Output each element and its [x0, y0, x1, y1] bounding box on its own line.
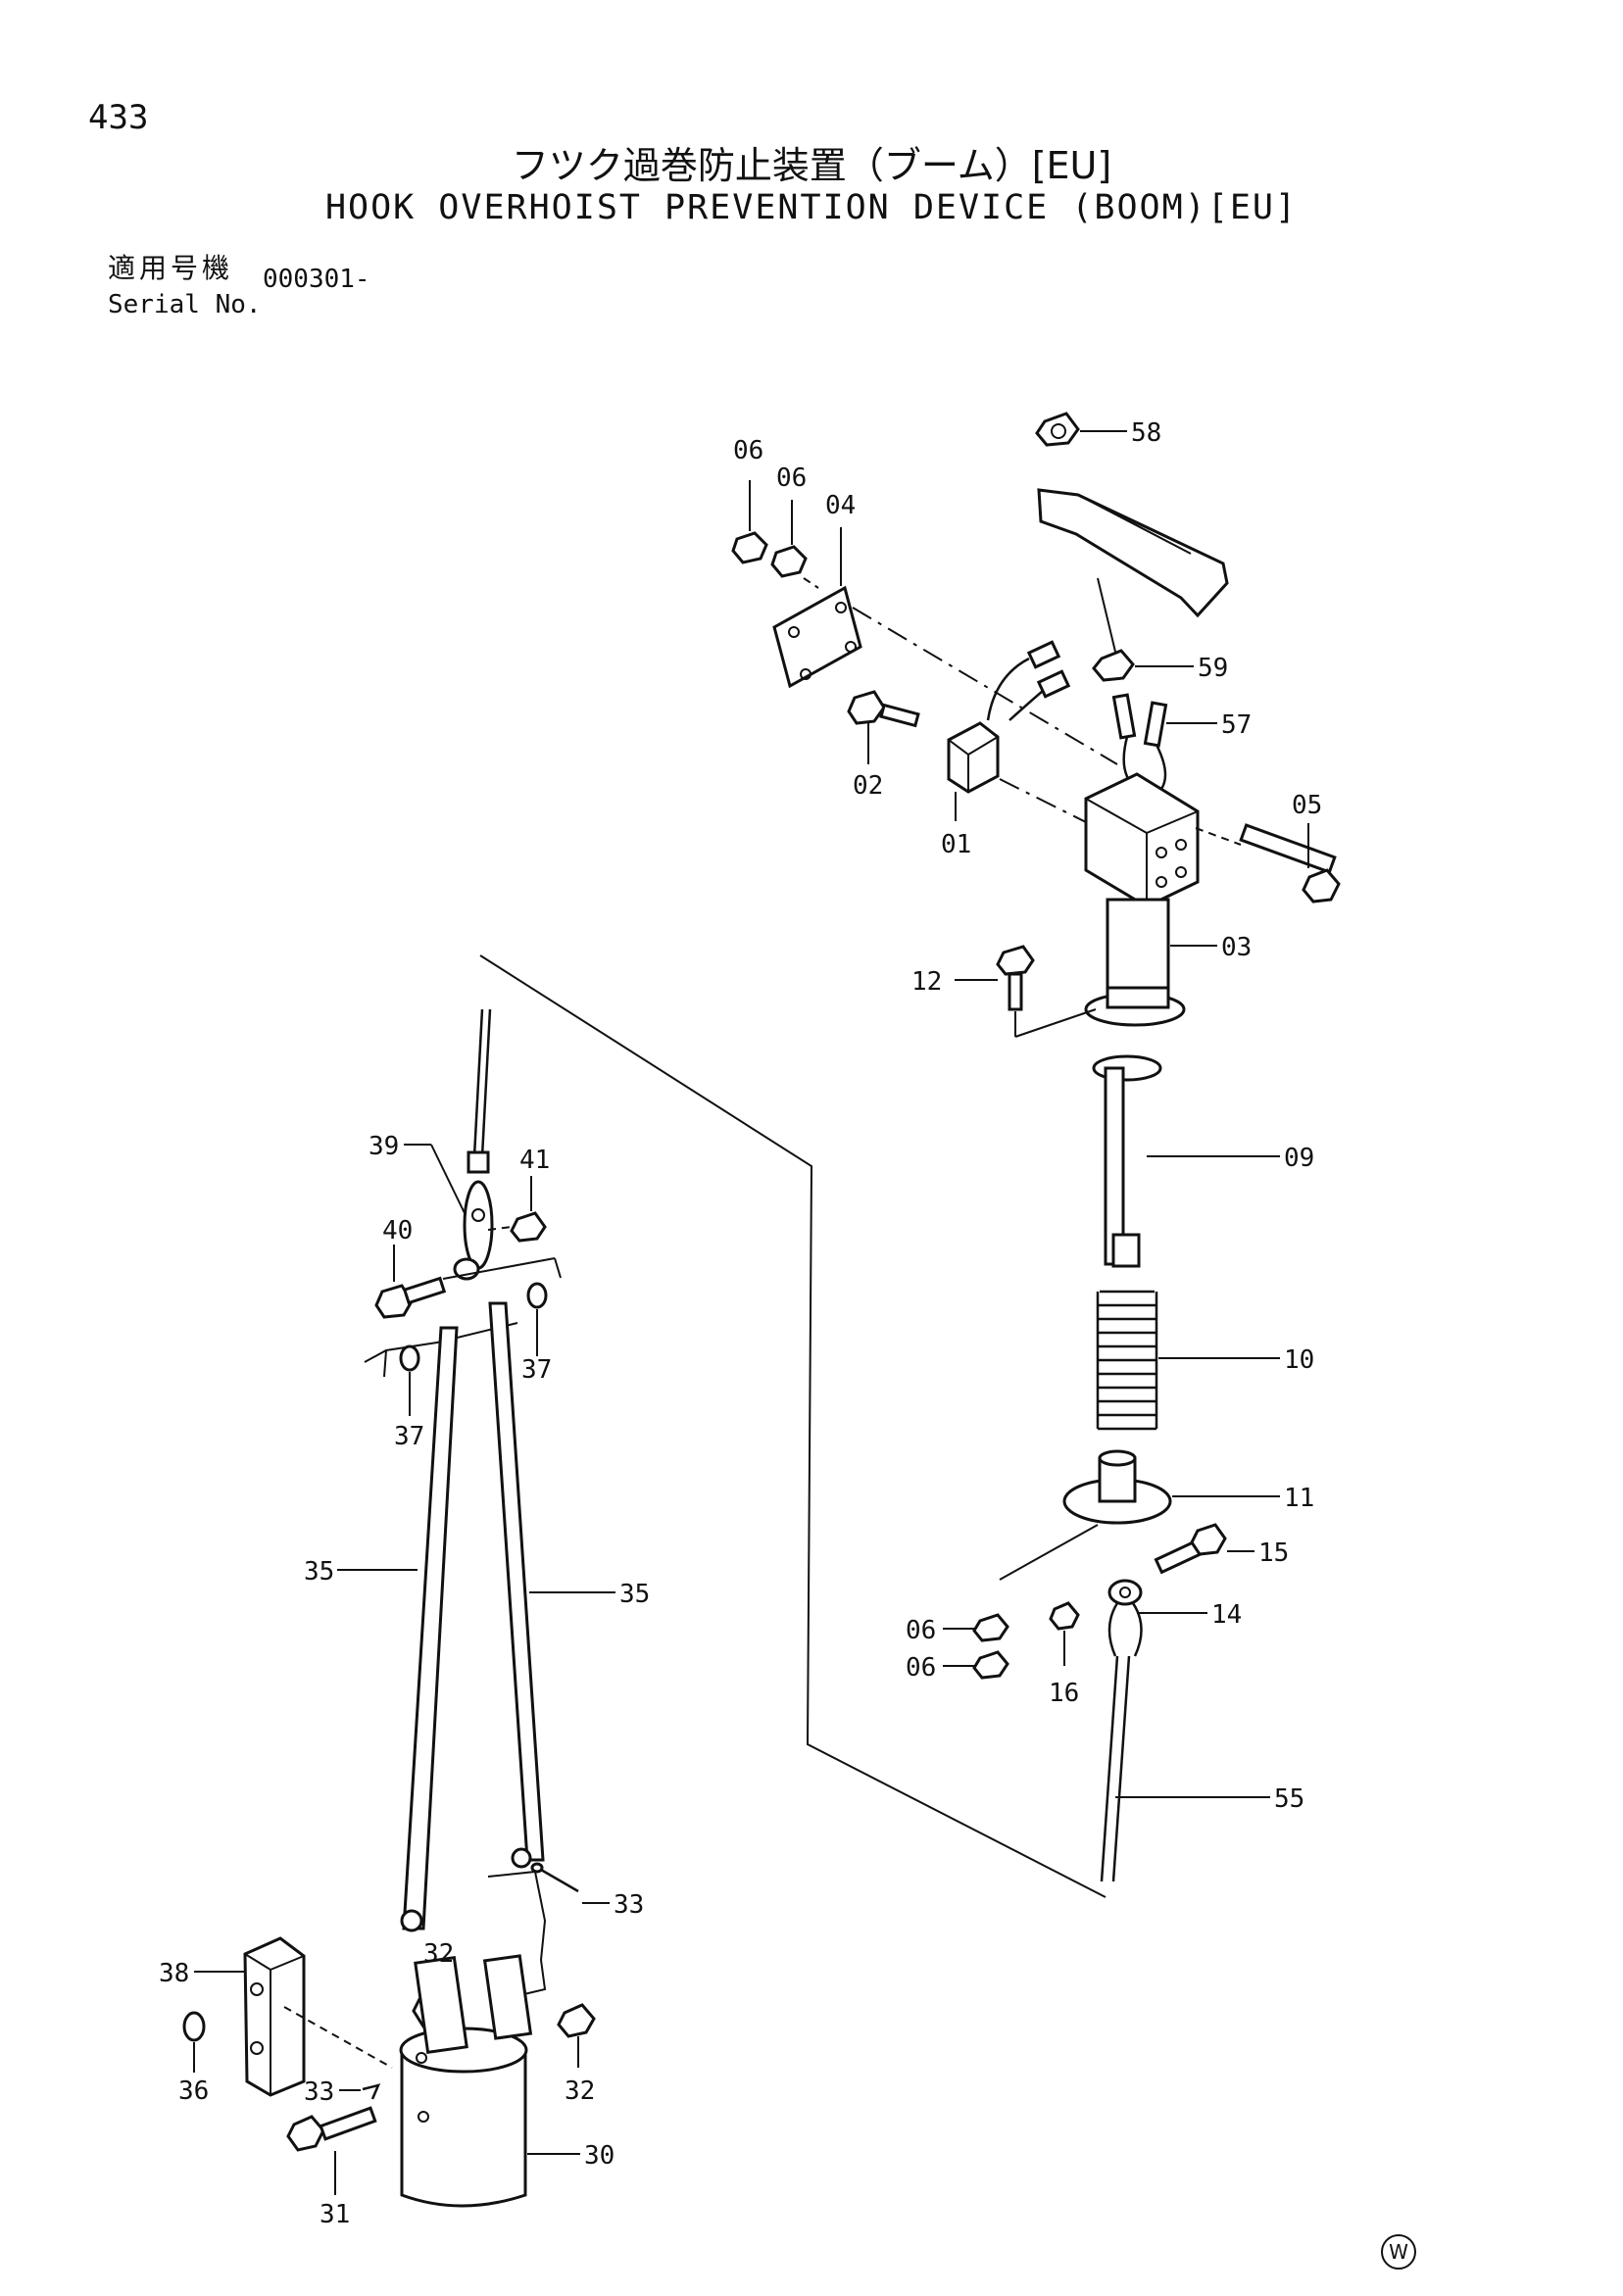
- part-58-nut: [1035, 412, 1080, 447]
- label-06-d: 06: [906, 1653, 936, 1683]
- label-14: 14: [1211, 1600, 1242, 1630]
- part-10-spring: [1096, 1290, 1158, 1431]
- label-38: 38: [159, 1959, 189, 1988]
- part-06-nut-a: [731, 531, 768, 564]
- part-16-nut: [1049, 1601, 1080, 1631]
- label-33-b: 33: [304, 2077, 334, 2107]
- label-36: 36: [178, 2076, 209, 2106]
- label-06-c: 06: [906, 1616, 936, 1645]
- part-35-link-bar-a: [400, 1326, 459, 1932]
- part-03-housing-pipe: [1084, 772, 1200, 1027]
- label-55: 55: [1274, 1784, 1304, 1814]
- part-02-bolt: [847, 690, 920, 728]
- label-12: 12: [911, 967, 942, 997]
- label-32-a: 32: [423, 1939, 454, 1969]
- serial-label-japanese: 適用号機: [108, 252, 234, 284]
- part-06-nut-c: [972, 1613, 1009, 1642]
- label-04: 04: [825, 491, 856, 520]
- part-57-cable-glands: [1111, 693, 1168, 790]
- part-04-plate: [772, 585, 862, 689]
- label-02: 02: [853, 771, 883, 801]
- label-09: 09: [1284, 1144, 1314, 1173]
- label-10: 10: [1284, 1345, 1314, 1375]
- part-37-washer-a: [399, 1344, 420, 1372]
- switch-leads: [986, 640, 1071, 721]
- part-41-nut: [510, 1211, 547, 1243]
- label-57: 57: [1221, 710, 1252, 740]
- label-39: 39: [369, 1132, 399, 1161]
- part-39-link: [463, 1180, 494, 1270]
- part-05-bolt: [1239, 823, 1341, 904]
- watermark-mark: W: [1381, 2234, 1416, 2270]
- label-30: 30: [584, 2141, 615, 2171]
- part-11-spring-seat: [1062, 1449, 1172, 1525]
- label-06-b: 06: [776, 464, 807, 493]
- label-11: 11: [1284, 1484, 1314, 1513]
- part-06-nut-d: [972, 1650, 1009, 1680]
- label-15: 15: [1258, 1539, 1289, 1568]
- part-12-bolt: [996, 945, 1035, 1011]
- label-58: 58: [1131, 418, 1161, 448]
- part-36-washer: [182, 2011, 206, 2042]
- label-59: 59: [1198, 654, 1228, 683]
- label-40: 40: [382, 1216, 413, 1246]
- label-32-b: 32: [565, 2076, 595, 2106]
- label-35-a: 35: [304, 1557, 334, 1587]
- label-41: 41: [519, 1146, 550, 1175]
- part-31-bolt: [286, 2106, 377, 2152]
- label-37-b: 37: [521, 1355, 552, 1385]
- label-06-a: 06: [733, 436, 763, 465]
- label-16: 16: [1049, 1679, 1079, 1708]
- part-37-washer-b: [526, 1282, 548, 1309]
- label-05: 05: [1292, 791, 1322, 820]
- part-55-wire-rope: [1100, 1655, 1131, 1882]
- label-01: 01: [941, 830, 971, 859]
- part-14-eye-terminal: [1107, 1579, 1143, 1657]
- part-01-limit-switch: [947, 721, 1000, 794]
- title-japanese: フツク過巻防止装置（ブーム）[EU]: [511, 144, 1112, 187]
- part-33-cotter-pin-b: [362, 2083, 381, 2100]
- serial-number-value: 000301-: [263, 265, 370, 294]
- serial-label-english: Serial No.: [108, 290, 262, 319]
- part-30-clevis: [399, 1954, 533, 2208]
- part-33-cotter-pin-a: [530, 1862, 579, 1893]
- upper-rope-segment: [467, 1008, 492, 1174]
- label-33-a: 33: [614, 1890, 644, 1920]
- part-32-castle-nut-b: [557, 2003, 596, 2038]
- label-35-b: 35: [619, 1580, 650, 1609]
- label-37-a: 37: [394, 1422, 424, 1451]
- part-40-bolt: [374, 1257, 480, 1319]
- label-31: 31: [320, 2200, 350, 2229]
- part-06-nut-b: [770, 545, 808, 578]
- part-35-link-bar-b: [488, 1301, 545, 1869]
- part-15-bolt: [1154, 1523, 1227, 1575]
- label-03: 03: [1221, 933, 1252, 962]
- part-09-rod: [1092, 1054, 1162, 1268]
- part-38-weight: [243, 1936, 306, 2097]
- part-59-nut: [1092, 649, 1135, 682]
- page-number: 433: [88, 98, 149, 137]
- title-english: HOOK OVERHOIST PREVENTION DEVICE (BOOM)[…: [324, 188, 1299, 227]
- switch-cover: [1037, 488, 1229, 618]
- svg-text:W: W: [1389, 2240, 1408, 2264]
